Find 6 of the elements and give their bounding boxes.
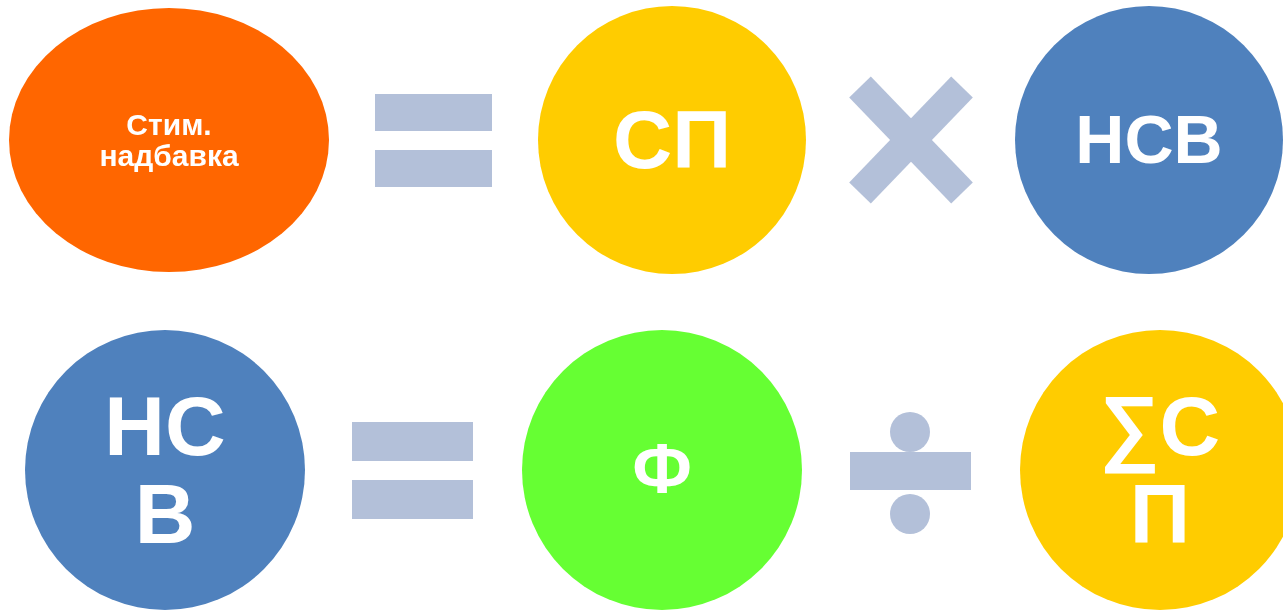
node-label: СП xyxy=(612,96,732,184)
node-label: НСВ xyxy=(103,381,227,559)
node-label: НСВ xyxy=(1075,104,1223,176)
node-label: Стим. надбавка xyxy=(98,108,240,172)
node-label: ∑СП xyxy=(1098,381,1222,559)
node-label: Ф xyxy=(632,433,692,507)
